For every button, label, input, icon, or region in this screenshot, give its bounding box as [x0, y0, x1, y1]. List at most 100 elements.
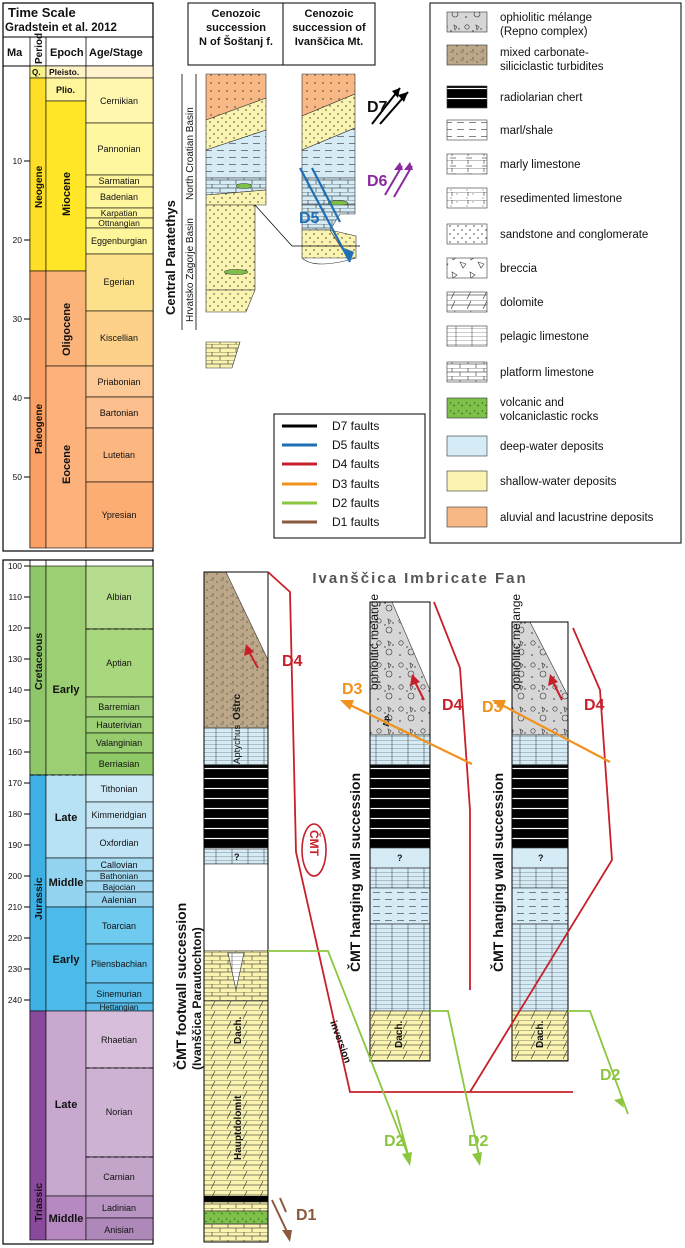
lith-breccia: breccia: [500, 263, 538, 275]
ma-ticks-top: 10 20 30 40 50: [13, 156, 30, 482]
stage-ottnangian: Ottnangian: [98, 218, 140, 228]
legend-d3: D3 faults: [332, 477, 379, 491]
q-footwall: ?: [234, 852, 240, 862]
stage-bathonian: Bathonian: [100, 871, 139, 881]
epoch-late-tri: Late: [55, 1099, 78, 1111]
epoch-late-jur: Late: [55, 812, 78, 824]
lith-melange-2: (Repno complex): [500, 26, 588, 38]
q-hanging-2: ?: [538, 853, 544, 863]
label-dach-hanging-1: Dach.: [394, 1021, 405, 1048]
cenozoic-column-1: [205, 73, 267, 369]
label-ostrc: Oštrc: [232, 693, 243, 720]
swatch-sandstone: [446, 223, 488, 245]
lith-deep-water: deep-water deposits: [500, 441, 604, 453]
epoch-pleisto: Pleisto.: [49, 67, 79, 77]
swatch-marly-limestone: [446, 153, 488, 175]
hrvatsko-zagorje-basin: Hrvatsko Zagorje Basin: [185, 218, 196, 322]
swatch-volcanic: [446, 397, 488, 419]
col1-title-3: N of Šoštanj f.: [199, 35, 273, 48]
epoch-middle-jur: Middle: [49, 877, 84, 889]
legend-d1: D1 faults: [332, 515, 379, 529]
d7-fault-arrows: D7: [367, 87, 409, 125]
lith-marly-limestone: marly limestone: [500, 159, 581, 171]
stage-norian: Norian: [106, 1107, 133, 1117]
d1-faults: D1: [271, 1197, 317, 1242]
label-aptychus: Aptychus: [232, 725, 243, 764]
tick-110: 110: [8, 592, 22, 602]
label-inversion: inversion: [327, 1019, 353, 1065]
lith-volcanic-2: volcaniclastic rocks: [500, 411, 599, 423]
col-ma: Ma: [7, 47, 23, 59]
label-d2-c: D2: [600, 1067, 621, 1084]
stage-callovian: Callovian: [100, 860, 137, 870]
label-ap: Ap.: [381, 713, 391, 727]
label-cmt: ČMT: [307, 830, 322, 857]
col-epoch: Epoch: [50, 47, 84, 59]
tick-120: 120: [8, 623, 22, 633]
col1-title-2: succession: [206, 22, 266, 34]
period-q: Q.: [32, 68, 40, 77]
stages-bottom: Albian Aptian Barremian Hauterivian Vala…: [85, 565, 154, 1241]
cmt-ellipse: [301, 823, 327, 877]
stage-badenian: Badenian: [100, 192, 138, 202]
north-croatian-basin: North Croatian Basin: [185, 107, 196, 200]
tick-220: 220: [8, 933, 22, 943]
col2-title-2: succession of: [292, 22, 366, 34]
tick-180: 180: [8, 809, 22, 819]
label-d5: D5: [299, 210, 320, 227]
label-d4-c: D4: [584, 697, 605, 714]
stage-toarcian: Toarcian: [102, 921, 136, 931]
label-d7: D7: [367, 99, 388, 116]
cenozoic-column-2: [301, 73, 357, 265]
tick-40: 40: [13, 393, 23, 403]
stage-valanginian: Valanginian: [96, 738, 142, 748]
stage-hauterivian: Hauterivian: [96, 720, 142, 730]
footwall-title-2: (Ivanščica Parautochton): [190, 927, 204, 1070]
lith-platform: platform limestone: [500, 367, 594, 379]
stage-egerian: Egerian: [103, 277, 134, 287]
fault-legend: D7 faults D5 faults D4 faults D3 faults …: [273, 413, 426, 539]
d6-fault-arrows: D6: [367, 162, 413, 198]
tick-50: 50: [13, 472, 23, 482]
timescale-title-1: Time Scale: [8, 5, 76, 20]
stage-albian: Albian: [106, 592, 131, 602]
lower-panel: Ivanščica Imbricate Fan Oštrc Aptychus ?…: [172, 570, 629, 1243]
stage-oxfordian: Oxfordian: [99, 838, 138, 848]
stage-rhaetian: Rhaetian: [101, 1035, 137, 1045]
label-d6: D6: [367, 173, 388, 190]
lith-melange-1: ophiolitic mélange: [500, 12, 592, 24]
d2-faults: D2 D2 D2 inversion: [268, 950, 629, 1166]
swatch-chert: [446, 85, 488, 109]
swatch-shallow-water: [446, 470, 488, 492]
epoch-middle-tri: Middle: [49, 1213, 84, 1225]
swatch-turbidites: [446, 44, 488, 66]
lith-sandstone: sandstone and conglomerate: [500, 229, 648, 241]
label-d3-b: D3: [482, 699, 503, 716]
label-hauptdolomit: Hauptdolomit: [233, 1095, 244, 1160]
melange-label-1: ophiolitic mélange: [367, 594, 381, 690]
hanging-title-2: ČMT hanging wall succession: [489, 773, 506, 972]
stage-aptian: Aptian: [106, 658, 132, 668]
tick-160: 160: [8, 747, 22, 757]
footwall-title-1: ČMT footwall succession: [172, 903, 189, 1070]
label-d3-a: D3: [342, 681, 363, 698]
stage-bartonian: Bartonian: [100, 408, 139, 418]
label-d1: D1: [296, 1207, 317, 1224]
label-d4-a: D4: [282, 653, 303, 670]
label-d2-b: D2: [468, 1133, 489, 1150]
timescale-title-2: Gradstein et al. 2012: [5, 22, 117, 34]
ma-ticks-bottom: 100 110 120 130 140 150 160 170 180 190 …: [8, 561, 30, 1005]
legend-d2: D2 faults: [332, 496, 379, 510]
stage-tithonian: Tithonian: [101, 784, 138, 794]
q-hanging-1: ?: [397, 853, 403, 863]
tick-130: 130: [8, 654, 22, 664]
tick-190: 190: [8, 840, 22, 850]
stage-eggenburgian: Eggenburgian: [91, 236, 147, 246]
tick-140: 140: [8, 685, 22, 695]
tick-230: 230: [8, 964, 22, 974]
period-jurassic: Jurassic: [33, 877, 45, 920]
stage-berriasian: Berriasian: [99, 759, 140, 769]
tick-210: 210: [8, 902, 22, 912]
footwall-column: Oštrc Aptychus ? Dach. Hauptdolomit: [203, 571, 269, 1243]
col1-title-1: Cenozoic: [212, 8, 261, 20]
